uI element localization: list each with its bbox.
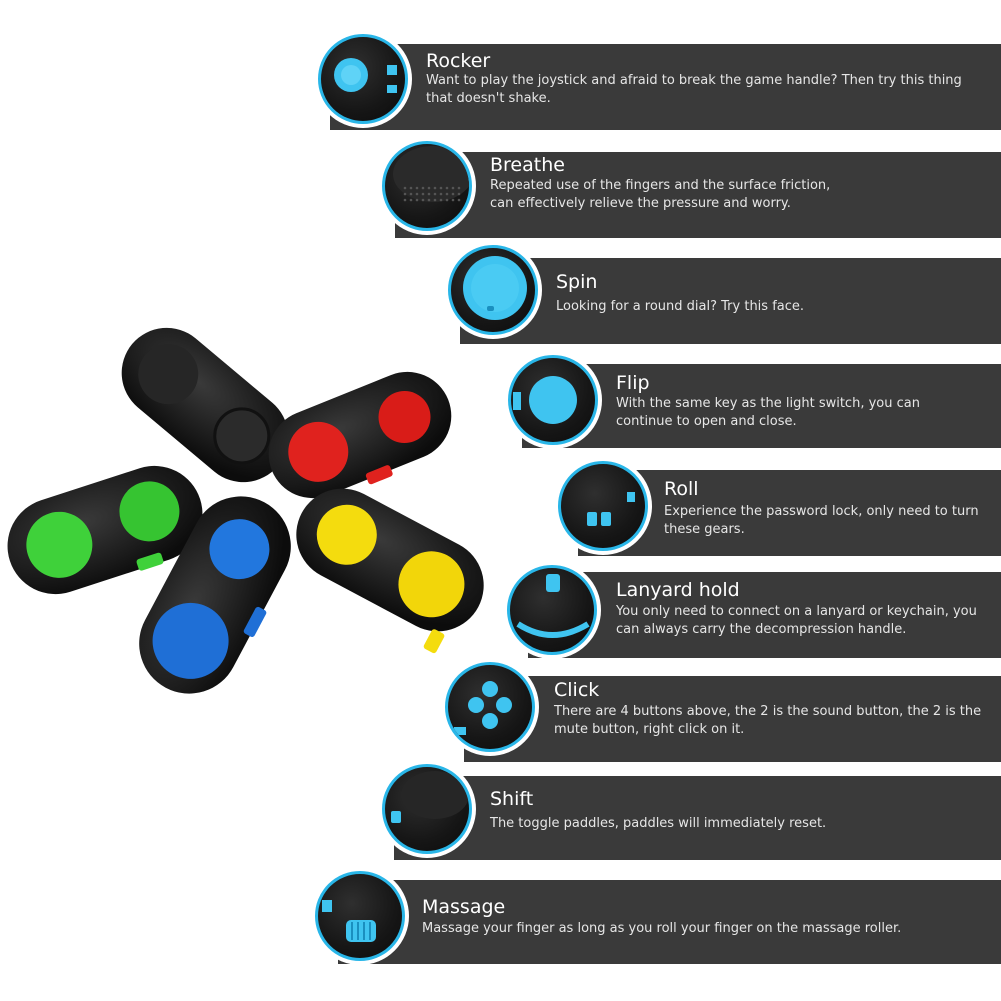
blue-fidget-pad	[139, 496, 291, 694]
feature-badge	[554, 457, 652, 555]
feature-title: Rocker	[426, 50, 491, 72]
feature-title: Breathe	[490, 154, 565, 176]
feature-description: Experience the password lock, only need …	[664, 504, 979, 537]
feature-description: You only need to connect on a lanyard or…	[616, 604, 977, 637]
feature-badge	[311, 867, 409, 965]
rocker-icon	[334, 58, 397, 93]
yellow-fidget-pad	[296, 488, 484, 654]
feature-title: Flip	[616, 372, 650, 394]
feature-title: Lanyard hold	[616, 579, 740, 601]
massage-icon	[322, 900, 376, 942]
red-fidget-pad	[268, 371, 452, 499]
feature-description: There are 4 buttons above, the 2 is the …	[554, 704, 982, 737]
green-fidget-pad	[7, 465, 203, 595]
feature-badge	[504, 351, 602, 449]
roll-icon	[587, 492, 635, 526]
lanyard-icon	[516, 574, 590, 638]
feature-badge	[378, 760, 476, 858]
breathe-icon	[393, 146, 469, 202]
shift-icon	[391, 771, 469, 823]
feature-title: Spin	[556, 271, 598, 293]
feature-title: Click	[554, 679, 600, 701]
spin-icon	[463, 256, 527, 320]
fidget-pad-product-image	[7, 327, 484, 694]
feature-description: Want to play the joystick and afraid to …	[426, 73, 962, 106]
feature-description: With the same key as the light switch, y…	[616, 396, 920, 429]
feature-description: Massage your finger as long as you roll …	[422, 921, 902, 936]
feature-badge	[314, 30, 412, 128]
feature-description: Repeated use of the fingers and the surf…	[490, 178, 831, 211]
feature-badge	[444, 241, 542, 339]
feature-badge	[441, 658, 539, 756]
feature-badge	[503, 561, 601, 659]
click-icon	[454, 681, 512, 735]
feature-title: Roll	[664, 478, 699, 500]
feature-badge	[378, 137, 476, 235]
feature-description: The toggle paddles, paddles will immedia…	[490, 816, 827, 831]
flip-icon	[513, 376, 577, 424]
feature-title: Massage	[422, 896, 506, 918]
feature-description: Looking for a round dial? Try this face.	[556, 299, 805, 314]
feature-title: Shift	[490, 788, 534, 810]
black-fidget-pad	[121, 327, 289, 483]
